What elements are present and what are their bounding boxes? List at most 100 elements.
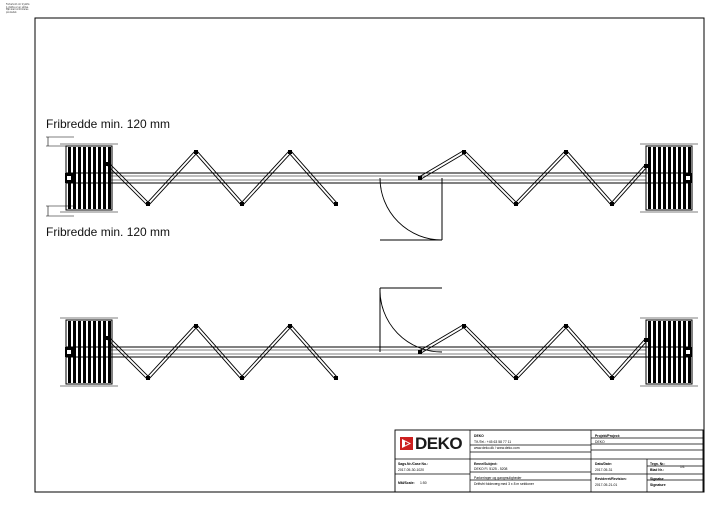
hinge bbox=[334, 202, 338, 206]
panel-edge bbox=[566, 150, 614, 204]
stacked-panel bbox=[98, 321, 101, 383]
project-value: DEKO bbox=[595, 440, 605, 444]
panel-edge bbox=[196, 324, 244, 378]
panel-edge bbox=[516, 326, 568, 380]
structure-layer bbox=[46, 136, 698, 387]
folding-wall-left bbox=[106, 150, 338, 206]
panel-edge bbox=[106, 338, 148, 380]
hinge bbox=[240, 202, 244, 206]
panel-edge bbox=[108, 162, 150, 204]
stacked-panel bbox=[668, 321, 671, 383]
panel-edge bbox=[148, 326, 198, 380]
end-post-right bbox=[684, 173, 692, 183]
title-block-lines bbox=[394, 429, 704, 493]
panel-edge bbox=[464, 150, 518, 204]
signature-value: Signature bbox=[650, 483, 666, 487]
panel-edge bbox=[419, 324, 464, 352]
end-post-left bbox=[65, 347, 73, 357]
hinge bbox=[514, 202, 518, 206]
panel-edge bbox=[516, 152, 568, 206]
hinge bbox=[334, 376, 338, 380]
panel-edge bbox=[564, 152, 612, 206]
hinge bbox=[146, 202, 150, 206]
stacked-panel bbox=[668, 147, 671, 209]
panel-edge bbox=[290, 324, 338, 378]
door-swing bbox=[379, 287, 443, 353]
panel-edge bbox=[288, 152, 336, 206]
panel-edge bbox=[564, 326, 612, 380]
date-label: Dato/Date: bbox=[595, 462, 612, 466]
hinge bbox=[462, 150, 466, 154]
stacked-panel bbox=[103, 321, 106, 383]
side-note: Forbehold om trykkfejl. Dette er en skit… bbox=[6, 3, 30, 14]
panel-edge bbox=[610, 338, 646, 378]
hinge bbox=[106, 336, 110, 340]
scale-value: 1:50 bbox=[420, 481, 427, 485]
sheet-value: 1/1 bbox=[680, 465, 685, 469]
hinge bbox=[564, 150, 568, 154]
stacked-panel bbox=[108, 147, 111, 209]
panel-edge bbox=[610, 164, 646, 204]
hinge bbox=[288, 150, 292, 154]
end-post-right bbox=[684, 347, 692, 357]
panel-edge bbox=[462, 326, 516, 380]
stacked-panel bbox=[78, 147, 81, 209]
panel-edge bbox=[194, 326, 242, 380]
stacked-panel bbox=[678, 147, 681, 209]
hinge bbox=[106, 162, 110, 166]
subject-line-3: Driftsfri foldevæg med 3 x 8 m sektioner bbox=[474, 482, 534, 486]
panel-edge bbox=[290, 150, 338, 204]
panel-edge bbox=[420, 326, 465, 354]
clear-width-label-bottom: Fribredde min. 120 mm bbox=[46, 225, 171, 239]
hinge bbox=[194, 150, 198, 154]
title-block-frame bbox=[394, 429, 704, 493]
panel-edge bbox=[566, 324, 614, 378]
folding-wall-right bbox=[418, 324, 648, 380]
post-core bbox=[67, 350, 71, 354]
panel-edge bbox=[196, 150, 244, 204]
stacked-panel bbox=[673, 147, 676, 209]
hinge bbox=[514, 376, 518, 380]
hinge bbox=[644, 338, 648, 342]
hinge bbox=[644, 164, 648, 168]
stacked-panel bbox=[88, 321, 91, 383]
stacked-panel bbox=[88, 147, 91, 209]
stacked-panel bbox=[103, 147, 106, 209]
stacked-panel bbox=[93, 147, 96, 209]
scale-label: Mål/Scale: bbox=[398, 481, 415, 485]
stacked-panel bbox=[98, 147, 101, 209]
stacked-panel bbox=[648, 321, 651, 383]
sheet-label: Blad Nr.: bbox=[650, 468, 664, 472]
hinge bbox=[146, 376, 150, 380]
panel-edge bbox=[462, 152, 516, 206]
subject-line-1: DEKO Fl. 5125 - 5208 bbox=[474, 467, 508, 471]
panel-edge bbox=[108, 336, 150, 378]
stacked-panel bbox=[648, 147, 651, 209]
post-core bbox=[67, 176, 71, 180]
panel-edge bbox=[612, 340, 648, 380]
clear-width-label-top: Fribredde min. 120 mm bbox=[46, 117, 171, 131]
stacked-panel bbox=[663, 321, 666, 383]
revision-value: 2017-05-21-01 bbox=[595, 483, 618, 487]
panel-edge bbox=[146, 150, 196, 204]
sheet-border bbox=[34, 17, 705, 493]
post-core bbox=[686, 350, 690, 354]
subject-line-2: Parkeringer og gangmuligheder bbox=[474, 476, 522, 480]
subject-label: Emne/Subject: bbox=[474, 462, 498, 466]
project-label: Projekt/Project: bbox=[595, 434, 621, 438]
folding-wall-right bbox=[418, 150, 648, 206]
panel-edge bbox=[240, 150, 290, 204]
hinge bbox=[194, 324, 198, 328]
end-post-left bbox=[65, 173, 73, 183]
hinge bbox=[240, 376, 244, 380]
company-name: DEKO bbox=[474, 434, 484, 438]
stacked-panel bbox=[658, 147, 661, 209]
stacked-panel bbox=[83, 321, 86, 383]
panel-edge bbox=[146, 324, 196, 378]
deko-logo-icon bbox=[400, 437, 413, 450]
stacked-panel bbox=[653, 147, 656, 209]
stacked-panel bbox=[83, 147, 86, 209]
case-label: Sags.Nr./Case No.: bbox=[398, 462, 429, 466]
hinge bbox=[418, 176, 422, 180]
